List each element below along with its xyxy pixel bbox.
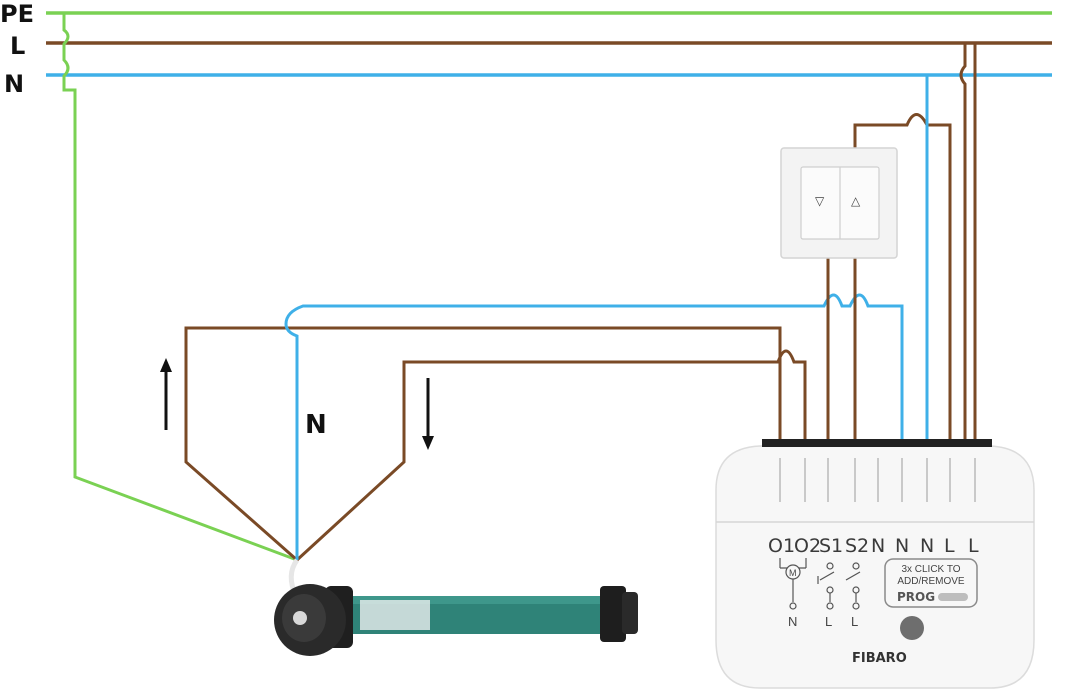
bus-lines [46,11,1052,77]
roller-switch: ▽ △ [780,147,898,259]
motor-neutral-wire [284,293,904,560]
prog-label: PROG [897,590,935,604]
l-supply-hop [959,43,967,440]
tubular-motor [274,584,638,656]
o2-wire [295,349,807,562]
terminal-o1: O1 [768,535,795,557]
prog-hint-line1: 3x CLICK TO [901,564,960,575]
terminal-l2: L [968,535,979,557]
terminal-n2: N [895,535,909,557]
terminal-n1: N [871,535,885,557]
switch-down-icon[interactable]: ▽ [815,194,825,208]
diagram-label-l2: L [851,614,858,629]
brand-logo: FIBARO [852,651,907,666]
pe-label: PE [0,0,34,28]
motor-neutral-label: N [305,410,327,440]
prog-hint-line2: ADD/REMOVE [897,576,965,587]
switch-up-icon[interactable]: △ [851,194,861,208]
terminal-s2: S2 [845,535,869,557]
motor-symbol-label: M [789,568,797,578]
o1-wire [184,326,782,562]
switch-symbol-icon [817,562,861,610]
motor-symbol-icon [779,558,807,610]
terminal-l1: L [944,535,955,557]
arrow-up-icon [160,358,172,430]
terminal-s1: S1 [819,535,843,557]
diagram-label-n: N [788,614,797,629]
motor-sticker [360,600,430,630]
arrow-down-icon [422,378,434,450]
prog-led-bar [938,593,968,601]
pe-wire [62,13,298,562]
terminal-slots [779,458,976,502]
terminal-o2: O2 [794,535,821,557]
n-label: N [4,70,24,98]
l-label: L [10,32,25,60]
diagram-label-l1: L [825,614,832,629]
prog-panel: 3x CLICK TO ADD/REMOVE PROG [884,558,978,608]
prog-button[interactable] [900,616,924,640]
fibaro-module: O1 O2 S1 S2 N N N L L M [715,439,1035,689]
terminal-n3: N [920,535,934,557]
